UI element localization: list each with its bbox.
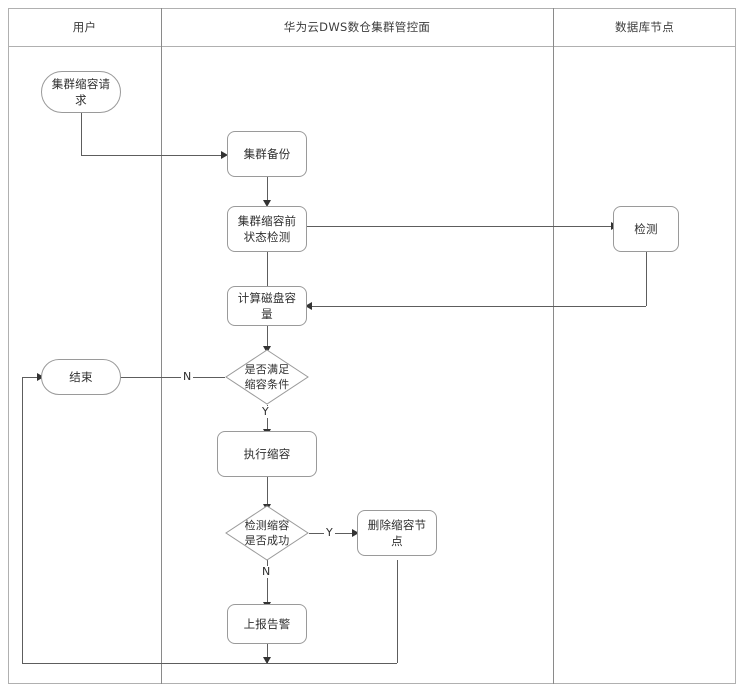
edge-label-cond-yes: Y	[260, 405, 271, 418]
arrowhead-calcdisk-in	[305, 302, 312, 310]
diamond-shape-icon	[225, 349, 309, 405]
lane-divider-2	[553, 8, 554, 684]
swimlane-frame	[8, 8, 736, 684]
lane-divider-1	[161, 8, 162, 684]
edge-return-bus-up	[22, 377, 23, 663]
edge-label-cond-no: N	[181, 370, 194, 383]
edge-detect-to-calcdisk-v	[646, 252, 647, 306]
arrowhead-delnode-in	[352, 529, 359, 537]
edge-start-to-backup-v	[81, 113, 82, 155]
node-report-alarm[interactable]: 上报告警	[227, 604, 307, 644]
lane-title-dbnode: 数据库节点	[615, 20, 674, 34]
edge-delnode-to-return-bus-v	[397, 560, 398, 663]
node-decision-shrink-success[interactable]: 检测缩容 是否成功	[225, 505, 309, 561]
diamond-shape-icon	[225, 505, 309, 561]
edge-doshrink-to-checkok	[267, 477, 268, 506]
edge-label-checkok-yes: Y	[324, 526, 335, 539]
edge-label-checkok-no: N	[260, 565, 273, 578]
edge-return-bus-left	[22, 663, 267, 664]
edge-cond-no-to-end	[120, 377, 225, 378]
edge-detect-to-calcdisk-h	[312, 306, 646, 307]
arrowhead-backup-in	[221, 151, 228, 159]
node-cluster-backup[interactable]: 集群备份	[227, 131, 307, 177]
edge-cond-yes-to-doshrink	[267, 405, 268, 431]
node-calc-disk-capacity[interactable]: 计算磁盘容量	[227, 286, 307, 326]
node-start[interactable]: 集群缩容请求	[41, 71, 121, 113]
edge-backup-to-precheck	[267, 177, 268, 202]
arrowhead-precheck-in	[263, 200, 271, 207]
edge-precheck-to-detect	[307, 226, 613, 227]
node-execute-shrink[interactable]: 执行缩容	[217, 431, 317, 477]
node-delete-shrink-node[interactable]: 删除缩容节点	[357, 510, 437, 556]
edge-calcdisk-to-cond	[267, 326, 268, 348]
node-decision-condition[interactable]: 是否满足 缩容条件	[225, 349, 309, 405]
edge-alarm-to-return-bus	[267, 643, 268, 663]
lane-title-user: 用户	[72, 20, 97, 34]
node-end[interactable]: 结束	[41, 359, 121, 395]
edge-delnode-to-return-bus-h	[267, 663, 397, 664]
node-precheck[interactable]: 集群缩容前状态检测	[227, 206, 307, 252]
lane-title-dws: 华为云DWS数仓集群管控面	[283, 20, 431, 34]
edge-checkok-no-to-alarm	[267, 560, 268, 605]
edge-start-to-backup-h	[81, 155, 221, 156]
node-detect[interactable]: 检测	[613, 206, 679, 252]
edge-return-to-end	[22, 377, 40, 378]
arrowhead-return-bus	[263, 657, 271, 664]
edge-precheck-to-calcdisk	[267, 252, 268, 286]
swimlane-header-separator	[8, 46, 736, 47]
